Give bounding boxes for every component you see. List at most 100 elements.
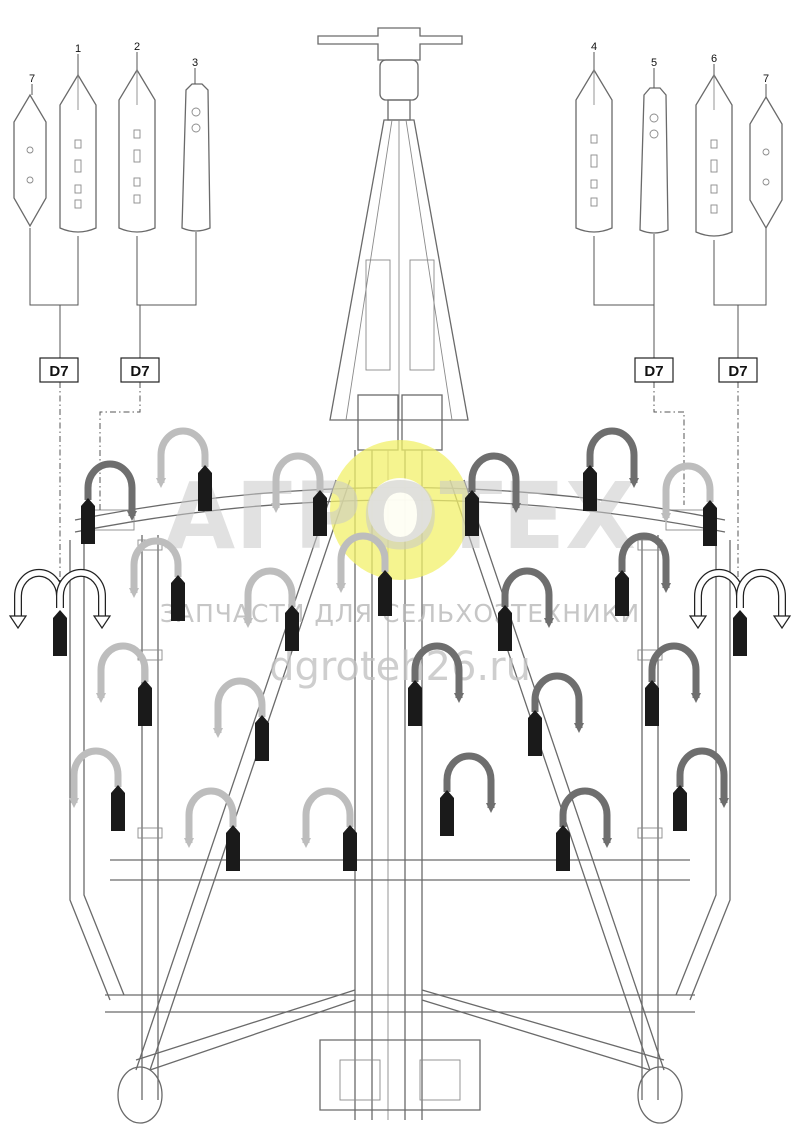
callout-1: 1 (75, 43, 81, 55)
tine-13 (583, 427, 639, 511)
tine-14 (661, 462, 717, 546)
tine-blade (673, 785, 687, 831)
tine-blade (583, 465, 597, 511)
tine-8 (213, 677, 269, 761)
tine-blade (440, 790, 454, 836)
rotation-arrow (243, 567, 296, 628)
outer-tine-split-arrow-2 (688, 568, 792, 656)
rotation-arrow (676, 747, 729, 808)
rotation-arrow (618, 532, 671, 593)
rotation-arrow (271, 452, 324, 513)
tine-18 (528, 672, 584, 756)
group-label-text: D7 (130, 363, 149, 380)
rotation-arrow (586, 427, 639, 488)
split-arrow-head (92, 615, 112, 630)
group-brackets (29, 228, 767, 590)
rotation-arrow (301, 787, 354, 848)
blade-part-4 (575, 68, 613, 233)
split-arrow-fill (737, 570, 785, 618)
tine-11 (301, 787, 357, 871)
tine-20 (440, 752, 496, 836)
callout-7-right: 7 (763, 73, 769, 85)
tine-blade (733, 610, 747, 656)
rotation-arrow (84, 460, 137, 521)
group-label-d7-2: D7 (120, 357, 160, 383)
rotation-arrow (501, 567, 554, 628)
tine-blade (81, 498, 95, 544)
rotation-arrow (531, 672, 584, 733)
tine-blade (255, 715, 269, 761)
group-label-d7-3: D7 (634, 357, 674, 383)
blade-part-1 (59, 73, 97, 233)
blade-part-7-right (749, 95, 783, 230)
tine-blade (53, 610, 67, 656)
tine-blade (343, 825, 357, 871)
watermark: АГРОТЕХ ЗАПЧАСТИ ДЛЯ СЕЛЬХОЗТЕХНИКИ dgro… (160, 440, 640, 690)
tine-5 (129, 537, 185, 621)
rotation-arrow (468, 452, 521, 513)
tine-blade (645, 680, 659, 726)
tine-4 (336, 532, 392, 616)
rotation-arrow (184, 787, 237, 848)
watermark-logo: АГРОТЕХ (164, 463, 636, 570)
tine-17 (408, 642, 464, 726)
tine-1 (81, 460, 137, 544)
tines-layer (8, 427, 792, 871)
group-label-text: D7 (644, 363, 663, 380)
blade-part-2 (118, 68, 156, 233)
tine-blade (171, 575, 185, 621)
split-arrow-fill (695, 570, 743, 618)
tine-19 (645, 642, 701, 726)
tine-blade (408, 680, 422, 726)
callout-2: 2 (134, 41, 140, 53)
tine-6 (243, 567, 299, 651)
group-label-text: D7 (49, 363, 68, 380)
rotation-arrow (411, 642, 464, 703)
rotation-arrow (213, 677, 266, 738)
blade-part-7-left (13, 93, 47, 228)
rotation-arrow (69, 747, 122, 808)
split-arrow-head (772, 615, 792, 630)
tine-9 (69, 747, 125, 831)
blade-parts (13, 68, 783, 237)
tine-15 (615, 532, 671, 616)
tine-2 (156, 427, 212, 511)
outer-tine-split-arrow-1 (8, 568, 112, 656)
tine-blade (285, 605, 299, 651)
callout-labels: 7 1 2 3 4 5 6 7 (29, 41, 769, 97)
callout-3: 3 (192, 57, 198, 69)
tine-blade (465, 490, 479, 536)
rotation-arrow (661, 462, 714, 523)
split-arrow-fill (15, 570, 63, 618)
tine-blade (703, 500, 717, 546)
blade-part-3 (181, 83, 211, 232)
tine-21 (556, 787, 612, 871)
tine-blade (528, 710, 542, 756)
tine-blade (615, 570, 629, 616)
callout-7-left: 7 (29, 73, 35, 85)
tine-7 (96, 642, 152, 726)
split-arrow-fill (57, 570, 105, 618)
tine-3 (271, 452, 327, 536)
rotation-arrow (336, 532, 389, 593)
tine-blade (556, 825, 570, 871)
watermark-gear-icon (330, 440, 470, 580)
watermark-tagline: ЗАПЧАСТИ ДЛЯ СЕЛЬХОЗТЕХНИКИ (160, 599, 640, 628)
tine-blade (138, 680, 152, 726)
tine-22 (673, 747, 729, 831)
rotation-arrow (443, 752, 496, 813)
rotation-arrow (96, 642, 149, 703)
tine-blade (226, 825, 240, 871)
tine-12 (465, 452, 521, 536)
tine-16 (498, 567, 554, 651)
tine-10 (184, 787, 240, 871)
tine-blade (378, 570, 392, 616)
watermark-url: dgroteh26.ru (269, 644, 531, 690)
split-arrow-head (8, 615, 28, 630)
group-label-text: D7 (728, 363, 747, 380)
rotation-arrow (156, 427, 209, 488)
tine-blade (111, 785, 125, 831)
split-arrow-head (688, 615, 708, 630)
group-label-d7-4: D7 (718, 357, 758, 383)
